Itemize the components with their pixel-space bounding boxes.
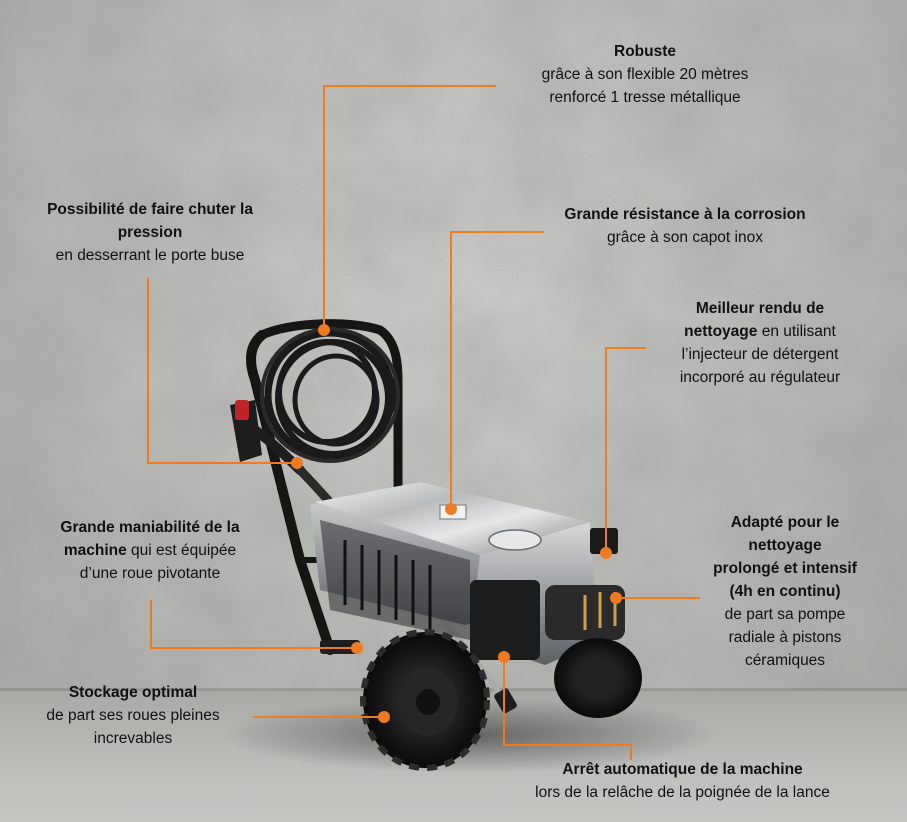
- callout-robuste-title: Robuste: [614, 43, 676, 60]
- dot-intensif: [610, 592, 622, 604]
- callout-rendu-title1: Meilleur rendu de: [695, 300, 825, 317]
- callout-pression-title1: Possibilité de faire chuter la: [47, 201, 253, 218]
- callout-maniabilite-rest2: qui est équipée: [126, 542, 237, 559]
- callout-stockage-title: Stockage optimal: [68, 684, 198, 701]
- callout-intensif-line5: de part sa pompe: [724, 606, 846, 623]
- callout-rendu-title2: nettoyage: [684, 323, 758, 340]
- leader-pression: [147, 278, 296, 464]
- dot-stockage: [378, 711, 390, 723]
- callout-pression-title2: pression: [117, 224, 183, 241]
- callout-robuste-line2: renforcé 1 tresse métallique: [549, 89, 741, 106]
- dot-rendu: [600, 547, 612, 559]
- dot-corrosion: [445, 503, 457, 515]
- callout-pression: Possibilité de faire chuter la pression …: [10, 198, 290, 267]
- callout-intensif-title3: prolongé et intensif: [713, 560, 857, 577]
- callout-intensif-line7: céramiques: [744, 652, 826, 669]
- callout-maniabilite-title1: Grande maniabilité de la: [60, 519, 240, 536]
- callout-robuste: Robuste grâce à son flexible 20 mètres r…: [500, 40, 790, 109]
- callout-arret-title: Arrêt automatique de la machine: [562, 761, 803, 778]
- callout-intensif-title1: Adapté pour le: [730, 514, 840, 531]
- leader-corrosion: [450, 231, 544, 508]
- callout-rendu-line4: incorporé au régulateur: [679, 369, 841, 386]
- callout-stockage-line1: de part ses roues pleines: [46, 707, 220, 724]
- callout-pression-line1: en desserrant le porte buse: [55, 247, 245, 264]
- dot-pression: [291, 457, 303, 469]
- callout-rendu-line3: l’injecteur de détergent: [681, 346, 839, 363]
- dot-robuste: [318, 324, 330, 336]
- leader-robuste: [323, 85, 496, 328]
- callout-rendu: Meilleur rendu de nettoyage en utilisant…: [640, 297, 880, 389]
- leader-arret: [503, 657, 632, 760]
- callout-maniabilite-title2: machine: [63, 542, 127, 559]
- callout-intensif: Adapté pour le nettoyage prolongé et int…: [680, 511, 890, 672]
- leader-rendu: [605, 347, 646, 552]
- callout-corrosion-line1: grâce à son capot inox: [607, 229, 763, 246]
- hose-coil: [260, 327, 400, 463]
- callout-intensif-title4: (4h en continu): [729, 583, 841, 600]
- pump-motor: [470, 528, 625, 660]
- callout-maniabilite: Grande maniabilité de la machine qui est…: [20, 516, 280, 585]
- callout-stockage: Stockage optimal de part ses roues plein…: [14, 681, 252, 750]
- callout-arret: Arrêt automatique de la machine lors de …: [480, 758, 885, 804]
- callout-stockage-line2: increvables: [93, 730, 173, 747]
- rear-wheel: [554, 638, 642, 718]
- callout-intensif-line6: radiale à pistons: [728, 629, 842, 646]
- callout-arret-line1: lors de la relâche de la poignée de la l…: [535, 784, 830, 801]
- callout-intensif-title2: nettoyage: [748, 537, 822, 554]
- front-wheel: [360, 629, 490, 771]
- callout-rendu-rest2: en utilisant: [757, 323, 836, 340]
- leader-maniabilite: [150, 600, 356, 649]
- dot-maniabilite: [351, 642, 363, 654]
- callout-maniabilite-line3: d’une roue pivotante: [79, 565, 221, 582]
- callout-robuste-line1: grâce à son flexible 20 mètres: [541, 66, 749, 83]
- callout-corrosion: Grande résistance à la corrosion grâce à…: [530, 203, 840, 249]
- dot-arret: [498, 651, 510, 663]
- callout-corrosion-title: Grande résistance à la corrosion: [564, 206, 806, 223]
